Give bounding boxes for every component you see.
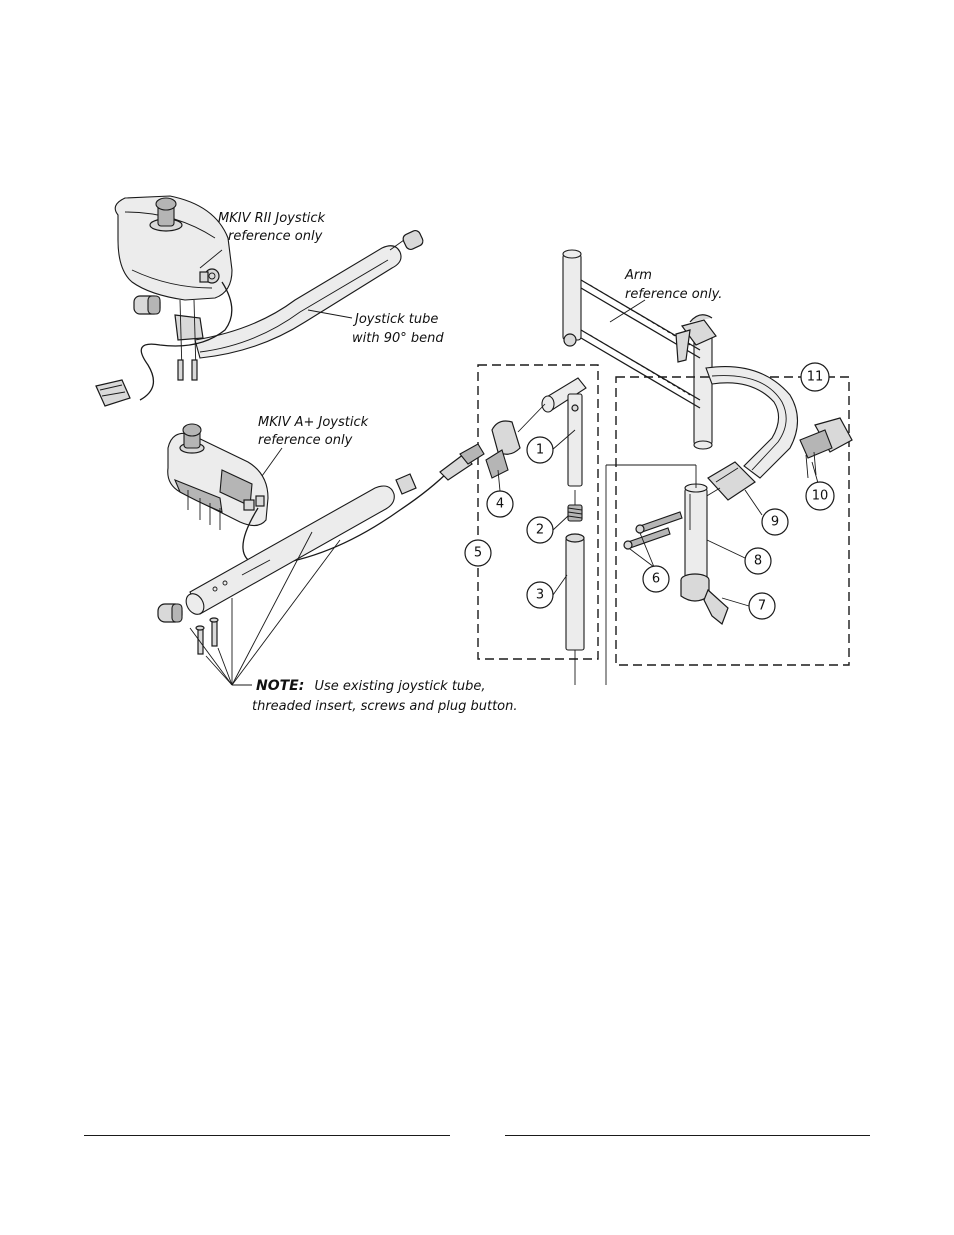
mkiv-a-label-line1: MKIV A+ Joystick bbox=[258, 415, 369, 430]
part-3-post bbox=[565, 533, 585, 685]
callout-4 bbox=[486, 490, 514, 518]
note-text-line2: threaded insert, screws and plug button. bbox=[252, 699, 518, 714]
swing-away-tube bbox=[705, 365, 799, 479]
footer-rule-left bbox=[84, 1135, 450, 1136]
callout-8-number: 8 bbox=[754, 554, 762, 569]
note-text-line1: NOTE: Use existing joystick tube, bbox=[256, 675, 486, 694]
callout-2-number: 2 bbox=[536, 523, 544, 538]
mkiv-a-screws bbox=[195, 617, 219, 655]
callout-8 bbox=[744, 547, 772, 575]
callout-5 bbox=[464, 539, 492, 567]
mkiv-rii-label-line2: reference only bbox=[228, 229, 323, 244]
mkiv-rii-joystick bbox=[114, 195, 233, 301]
callout-1-number: 1 bbox=[536, 443, 544, 458]
rii-mount-bracket bbox=[174, 299, 204, 381]
joystick-tube-90-bend bbox=[194, 229, 424, 359]
part-7-clamp bbox=[680, 573, 729, 625]
part-6-screws bbox=[623, 511, 683, 550]
rii-plug-button bbox=[133, 295, 161, 315]
callout-3-number: 3 bbox=[536, 588, 544, 603]
callout-10 bbox=[805, 481, 835, 511]
note-bold: NOTE: bbox=[256, 678, 304, 694]
rii-cable bbox=[95, 281, 233, 407]
callout-9 bbox=[761, 508, 789, 536]
arm-label-line2: reference only. bbox=[625, 287, 722, 302]
callout-6-number: 6 bbox=[652, 572, 660, 587]
joystick-tube-label-line1: Joystick tube bbox=[352, 312, 438, 327]
part-9-block bbox=[699, 461, 756, 501]
part-10-clamp bbox=[799, 417, 853, 479]
callout-5-number: 5 bbox=[474, 546, 482, 561]
callout-11-number: 11 bbox=[807, 370, 824, 385]
assembly-group-11-box bbox=[615, 376, 850, 666]
mkiv-a-cable bbox=[242, 443, 485, 567]
part-4-handle bbox=[485, 403, 546, 479]
note-leader-lines bbox=[189, 531, 341, 686]
callout-9-number: 9 bbox=[771, 515, 779, 530]
callout-2 bbox=[526, 516, 554, 544]
callout-7 bbox=[748, 592, 776, 620]
mkiv-rii-label-line1: MKIV RII Joystick bbox=[218, 211, 326, 226]
arm-label-line1: Arm bbox=[624, 268, 652, 283]
part-8-tube bbox=[684, 483, 708, 585]
mkiv-a-joystick bbox=[167, 423, 269, 530]
callout-3 bbox=[526, 581, 554, 609]
joystick-tube-label-line2: with 90° bend bbox=[352, 331, 444, 346]
callout-1 bbox=[526, 436, 554, 464]
note-line1: Use existing joystick tube, bbox=[314, 679, 485, 694]
callout-7-number: 7 bbox=[758, 599, 766, 614]
callout-6 bbox=[642, 565, 670, 593]
assembly-group-5-box bbox=[477, 364, 599, 660]
callout-10-number: 10 bbox=[812, 489, 829, 504]
wheelchair-arm bbox=[562, 249, 717, 450]
part-2-spring bbox=[567, 490, 583, 522]
part-1-post bbox=[541, 377, 587, 487]
mkiv-a-joystick-tube bbox=[185, 473, 417, 615]
mkiv-a-plug-button bbox=[157, 603, 183, 623]
callout-11 bbox=[800, 362, 830, 392]
footer-rule-right bbox=[505, 1135, 870, 1136]
callout-4-number: 4 bbox=[496, 497, 504, 512]
mkiv-a-label-line2: reference only bbox=[258, 433, 353, 448]
